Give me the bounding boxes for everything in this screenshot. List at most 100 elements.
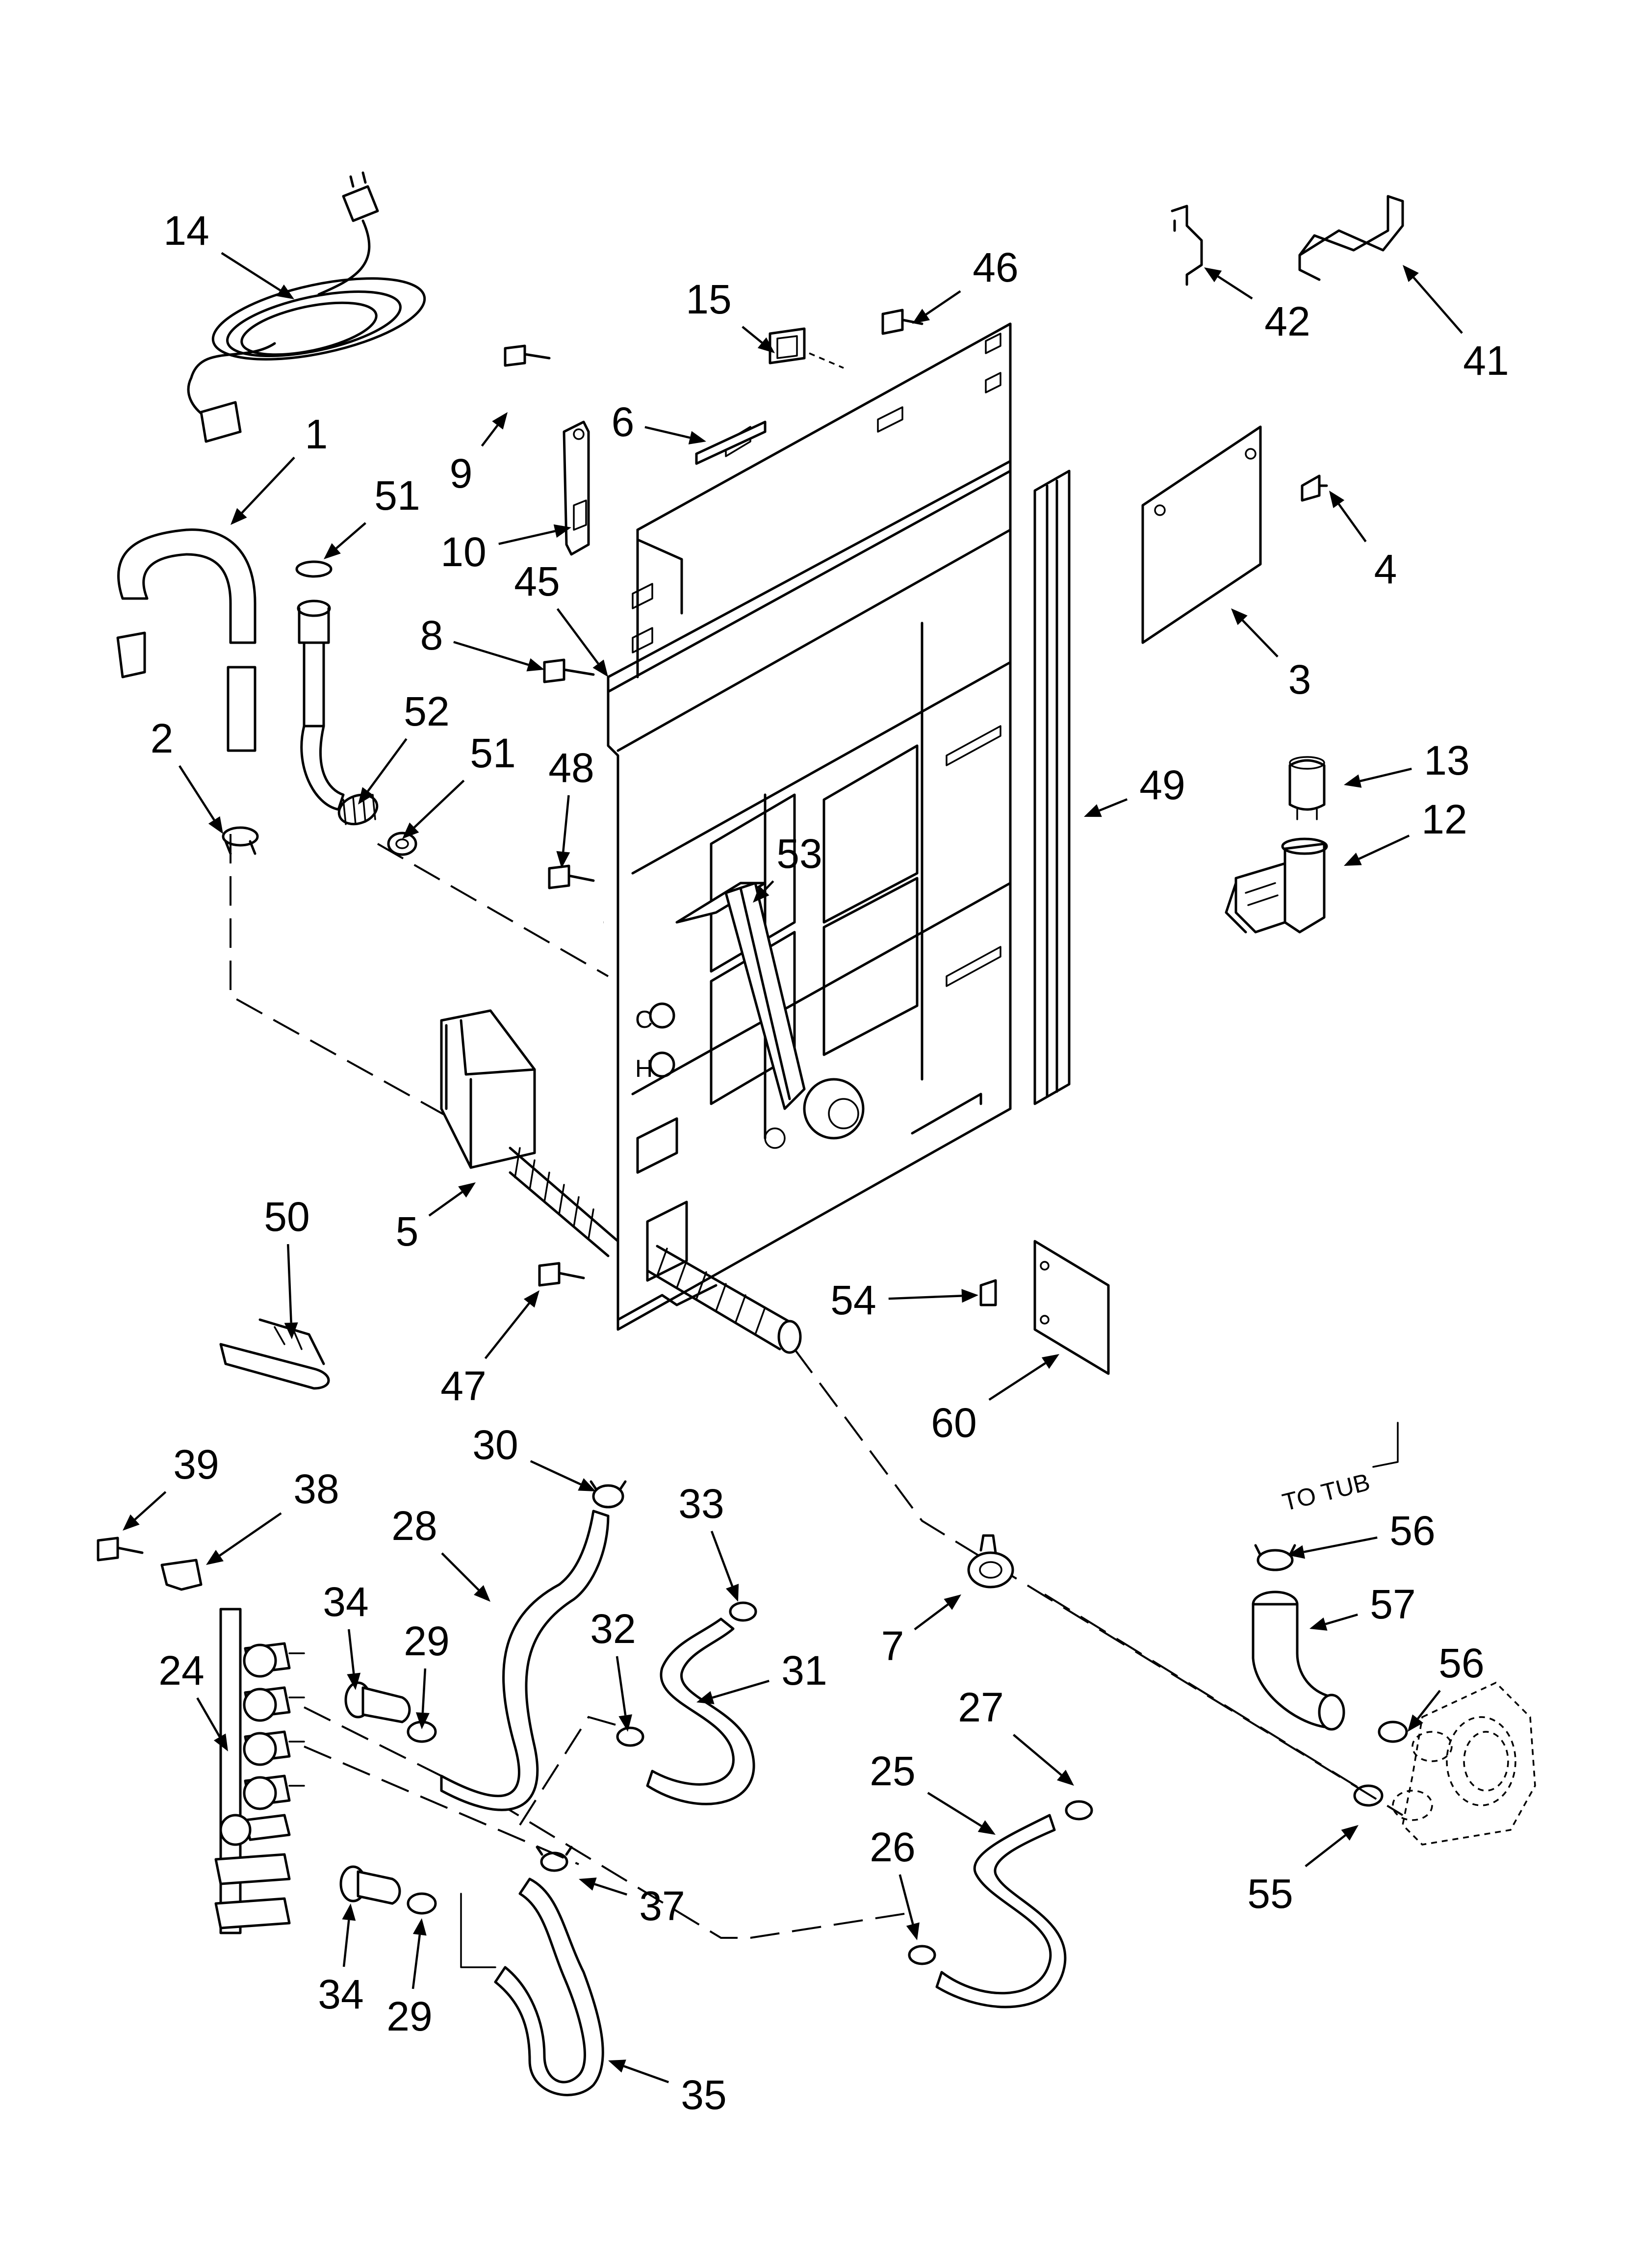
callout-label: 9 <box>450 450 473 496</box>
callout-leader <box>1303 1536 1378 1553</box>
callout-label: 47 <box>440 1363 486 1409</box>
callout-leader <box>763 880 774 891</box>
callout-leader <box>347 1629 355 1674</box>
callout-arrowhead <box>492 412 508 430</box>
callout-c4: 4 <box>1329 491 1397 592</box>
callout-c26: 26 <box>870 1824 920 1940</box>
callout-c37: 37 <box>579 1877 685 1929</box>
screw-47 <box>538 1262 585 1287</box>
callout-arrowhead <box>1309 1617 1328 1631</box>
callout-arrowhead <box>592 659 608 677</box>
callout-c41: 41 <box>1403 265 1509 384</box>
clamp-29-lower <box>407 1892 437 1915</box>
callout-arrowhead <box>961 1289 978 1303</box>
callout-leader <box>484 1303 530 1359</box>
callout-c29b: 29 <box>386 1918 433 2039</box>
callout-c57: 57 <box>1309 1581 1416 1631</box>
callout-arrowhead <box>688 431 706 444</box>
hose-25 <box>935 1814 1067 2008</box>
callout-label: 54 <box>830 1277 876 1323</box>
callout-leader <box>411 1934 421 1989</box>
callout-leader <box>421 1668 427 1713</box>
bracket-42 <box>1171 205 1203 286</box>
inlet-box <box>440 1009 536 1169</box>
callout-leader <box>1099 798 1128 812</box>
callout-c45: 45 <box>514 558 608 677</box>
callout-arrowhead <box>526 658 544 672</box>
callout-label: 45 <box>514 558 560 604</box>
callout-c3: 3 <box>1231 608 1311 703</box>
callout-label: 6 <box>612 399 635 445</box>
callout-arrowhead <box>757 337 775 353</box>
callout-leader <box>712 1680 770 1699</box>
callout-label: 30 <box>472 1422 518 1468</box>
bracket-41 <box>1298 195 1404 281</box>
callout-arrowhead <box>1344 853 1362 866</box>
callout-c46: 46 <box>912 244 1019 324</box>
callout-label: 3 <box>1288 656 1311 703</box>
callout-c25: 25 <box>870 1748 996 1835</box>
callout-c27: 27 <box>958 1684 1074 1786</box>
callout-leader <box>898 1874 914 1925</box>
side-strip <box>1033 469 1071 1105</box>
callout-arrowhead <box>342 1903 356 1921</box>
callout-leader <box>498 530 556 545</box>
callout-arrowhead <box>1329 491 1345 508</box>
callout-label: 34 <box>323 1579 368 1625</box>
callout-arrowhead <box>618 1714 633 1732</box>
callout-arrowhead <box>906 1922 920 1940</box>
callout-arrowhead <box>1084 804 1102 817</box>
capacitor <box>1288 756 1326 820</box>
callout-c55: 55 <box>1247 1825 1359 1917</box>
hose-31 <box>646 1617 755 1805</box>
callout-label: 49 <box>1139 762 1185 808</box>
callout-arrowhead <box>753 886 770 903</box>
callout-label: 48 <box>548 745 594 791</box>
callout-c34a: 34 <box>323 1579 369 1690</box>
callout-arrowhead <box>579 1877 597 1891</box>
callout-leader <box>623 2065 669 2084</box>
callout-label: 42 <box>1264 298 1310 344</box>
callout-arrowhead <box>1403 265 1419 282</box>
callout-c13: 13 <box>1344 737 1470 788</box>
drain-hose <box>116 528 257 752</box>
corrugated-hose-5 <box>509 1147 619 1257</box>
callout-leader <box>616 1656 627 1716</box>
callout-c10: 10 <box>440 524 571 575</box>
bracket-38 <box>160 1559 203 1591</box>
callout-label: 34 <box>318 1971 363 2017</box>
callout-label: 27 <box>958 1684 1003 1730</box>
to-tub-label: TO TUB <box>1280 1468 1373 1516</box>
callout-leader <box>342 1920 350 1967</box>
callout-c42: 42 <box>1204 267 1310 344</box>
callout-label: 7 <box>881 1623 904 1669</box>
standpipe <box>295 560 417 856</box>
callout-c47: 47 <box>440 1290 539 1409</box>
callout-leader <box>221 252 281 291</box>
callout-arrowhead <box>556 851 570 868</box>
callout-arrowhead <box>474 1585 490 1602</box>
clamp-33 <box>729 1601 757 1622</box>
callout-c6: 6 <box>612 399 706 445</box>
clamp-7 <box>967 1534 1014 1589</box>
clamp-27 <box>1065 1800 1093 1821</box>
callout-c56a: 56 <box>1287 1508 1436 1559</box>
callout-leader <box>927 1792 982 1827</box>
clamp-2 <box>222 826 259 855</box>
callout-c53: 53 <box>753 831 822 903</box>
callout-arrowhead <box>1231 608 1248 626</box>
hose-35 <box>494 1877 604 2096</box>
clamp-32 <box>616 1726 644 1747</box>
callout-c60: 60 <box>931 1354 1059 1446</box>
drain-pump <box>1225 837 1328 934</box>
clip-50 <box>219 1318 330 1390</box>
callout-c52: 52 <box>358 688 450 805</box>
callout-label: 12 <box>1421 796 1467 842</box>
rear-panel: C H <box>607 322 1012 1331</box>
callout-arrowhead <box>231 508 247 525</box>
callout-label: 1 <box>305 411 328 457</box>
callout-leader <box>428 1191 463 1217</box>
inlet-screen-upper <box>344 1681 411 1723</box>
callout-c12: 12 <box>1344 796 1467 866</box>
callout-label: 8 <box>420 612 443 658</box>
